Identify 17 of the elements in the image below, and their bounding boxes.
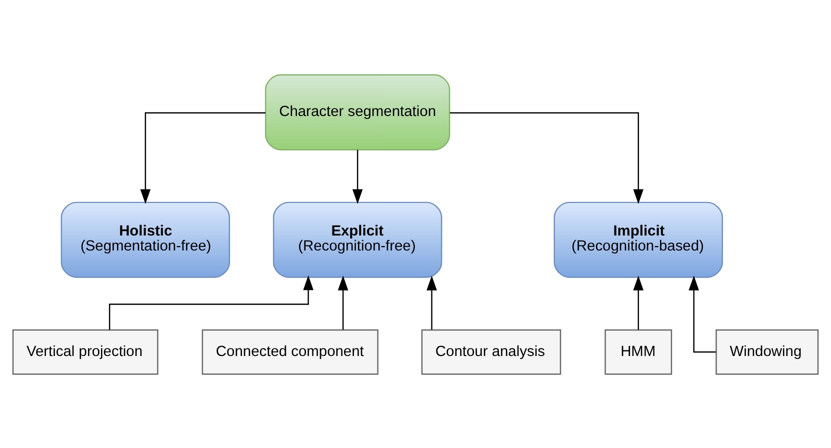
arrow <box>140 112 266 204</box>
node-box: Connected component <box>202 328 378 374</box>
node-box: Windowing <box>716 328 819 374</box>
arrow <box>633 275 644 330</box>
node-box: Contour analysis <box>421 328 562 374</box>
node-box: Character segmentation <box>264 74 450 150</box>
arrow <box>688 275 716 352</box>
arrow <box>108 274 314 330</box>
arrow <box>450 112 644 204</box>
node-box: Vertical projection <box>12 328 158 374</box>
arrow <box>426 275 437 330</box>
node-box: Implicit (Recognition-based) <box>554 201 723 278</box>
arrow <box>352 149 363 204</box>
arrow <box>338 275 348 330</box>
node-box: HMM <box>604 328 672 374</box>
node-box: Holistic (Segmentation-free) <box>60 201 230 278</box>
node-box: Explicit (Recognition-free) <box>272 201 442 278</box>
